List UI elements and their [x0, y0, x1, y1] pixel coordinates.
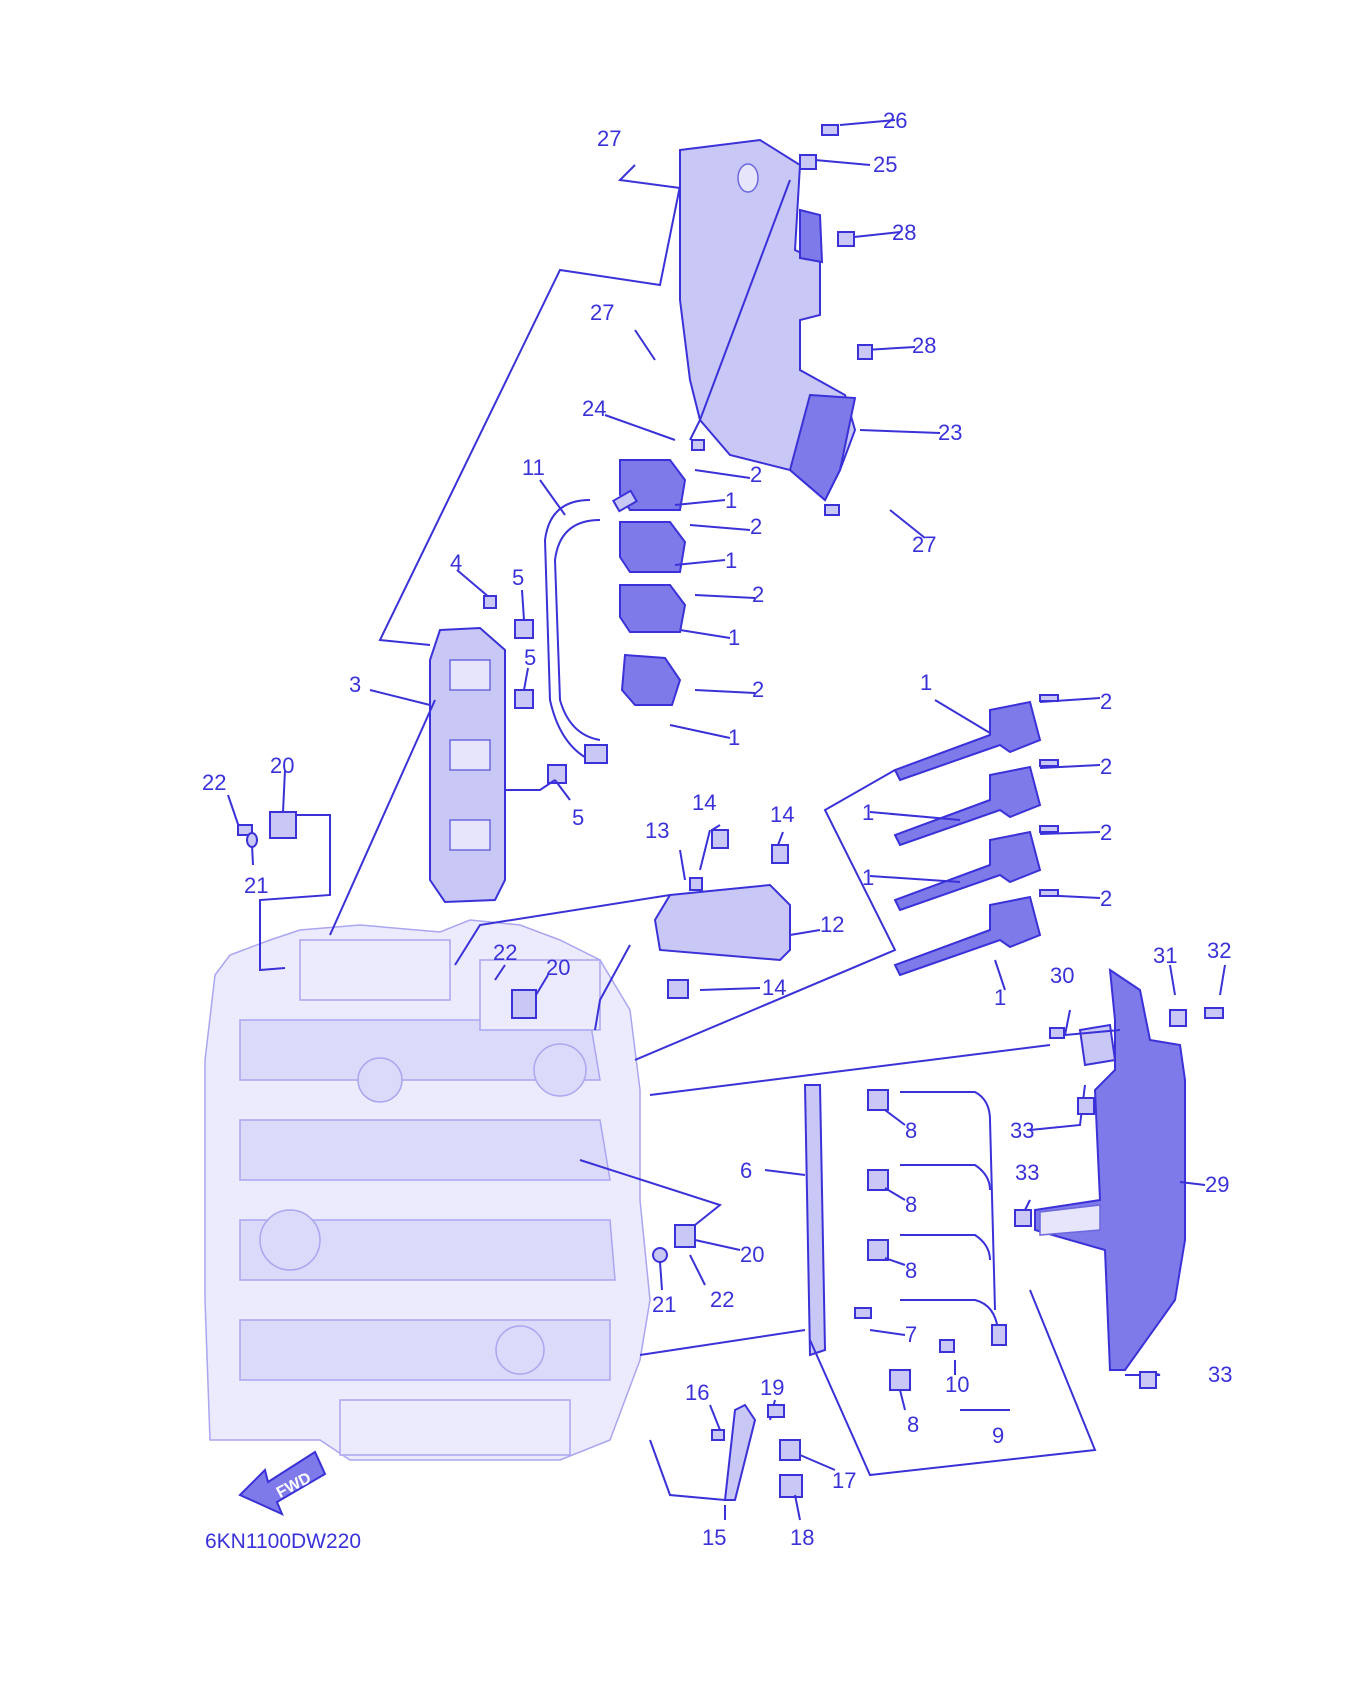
callout-31: 31: [1153, 943, 1177, 968]
bracket-15: [723, 1403, 803, 1501]
callout-8: 8: [905, 1192, 917, 1217]
callout-1: 1: [920, 670, 932, 695]
callout-1: 1: [728, 625, 740, 650]
sensor-20-left: [269, 811, 537, 1019]
cover-29: [1034, 967, 1186, 1371]
callout-14: 14: [692, 790, 716, 815]
callout-8: 8: [907, 1412, 919, 1437]
callout-19: 19: [760, 1375, 784, 1400]
callout-18: 18: [790, 1525, 814, 1550]
ignition-coils-upper: [611, 459, 687, 706]
callout-7: 7: [905, 1322, 917, 1347]
callout-1: 1: [728, 725, 740, 750]
callout-28: 28: [912, 333, 936, 358]
callout-3: 3: [349, 672, 361, 697]
callout-2: 2: [1100, 886, 1112, 911]
callout-25: 25: [873, 152, 897, 177]
callout-2: 2: [750, 514, 762, 539]
callout-8: 8: [905, 1258, 917, 1283]
callout-15: 15: [702, 1525, 726, 1550]
callout-2: 2: [752, 582, 764, 607]
wire-harness-11: [543, 499, 608, 764]
ignition-coils-right: [893, 700, 1042, 977]
cover-23: [679, 138, 857, 502]
callout-20: 20: [546, 955, 570, 980]
callout-33: 33: [1208, 1362, 1232, 1387]
callout-28: 28: [892, 220, 916, 245]
callout-13: 13: [645, 818, 669, 843]
callout-labels: 27 26 25 28 27 28 24 23 27 11 2 1 2 1 2 …: [202, 108, 1232, 1550]
callout-4: 4: [450, 550, 462, 575]
bracket-12: [653, 829, 791, 999]
callout-5: 5: [512, 565, 524, 590]
callout-1: 1: [862, 865, 874, 890]
callout-32: 32: [1207, 938, 1231, 963]
callout-9: 9: [992, 1423, 1004, 1448]
callout-1: 1: [725, 548, 737, 573]
callout-27: 27: [912, 532, 936, 557]
callout-14: 14: [762, 975, 786, 1000]
callout-26: 26: [883, 108, 907, 133]
harness-9: [900, 1091, 1007, 1346]
callout-8: 8: [905, 1118, 917, 1143]
coil-bracket-3: [429, 626, 506, 904]
callout-21: 21: [244, 873, 268, 898]
fasteners: [237, 124, 1224, 1441]
callout-20: 20: [270, 753, 294, 778]
callout-33: 33: [1010, 1118, 1034, 1143]
callout-6: 6: [740, 1158, 752, 1183]
leader-lines: [227, 119, 1226, 1521]
callout-27: 27: [590, 300, 614, 325]
callout-2: 2: [1100, 754, 1112, 779]
callout-33: 33: [1015, 1160, 1039, 1185]
callout-20: 20: [740, 1242, 764, 1267]
engine-block: [204, 919, 651, 1461]
callout-2: 2: [1100, 689, 1112, 714]
callout-30: 30: [1050, 963, 1074, 988]
callout-1: 1: [994, 985, 1006, 1010]
callout-17: 17: [832, 1468, 856, 1493]
callout-12: 12: [820, 912, 844, 937]
callout-29: 29: [1205, 1172, 1229, 1197]
callout-2: 2: [1100, 820, 1112, 845]
callout-14: 14: [770, 802, 794, 827]
callout-22: 22: [710, 1287, 734, 1312]
callout-2: 2: [752, 677, 764, 702]
callout-16: 16: [685, 1380, 709, 1405]
callout-27: 27: [597, 126, 621, 151]
callout-10: 10: [945, 1372, 969, 1397]
callout-24: 24: [582, 396, 606, 421]
callout-22: 22: [493, 940, 517, 965]
callout-5: 5: [572, 805, 584, 830]
callout-1: 1: [725, 488, 737, 513]
callout-23: 23: [938, 420, 962, 445]
callout-5: 5: [524, 645, 536, 670]
diagram-code: 6KN1100DW220: [205, 1530, 361, 1553]
rail-6: [803, 1084, 911, 1391]
sensor-20-lower: [652, 1224, 696, 1263]
callout-2: 2: [750, 462, 762, 487]
callout-21: 21: [652, 1292, 676, 1317]
callout-1: 1: [862, 800, 874, 825]
callout-11: 11: [522, 455, 545, 480]
callout-22: 22: [202, 770, 226, 795]
fwd-arrow-icon: FWD: [238, 1450, 327, 1516]
